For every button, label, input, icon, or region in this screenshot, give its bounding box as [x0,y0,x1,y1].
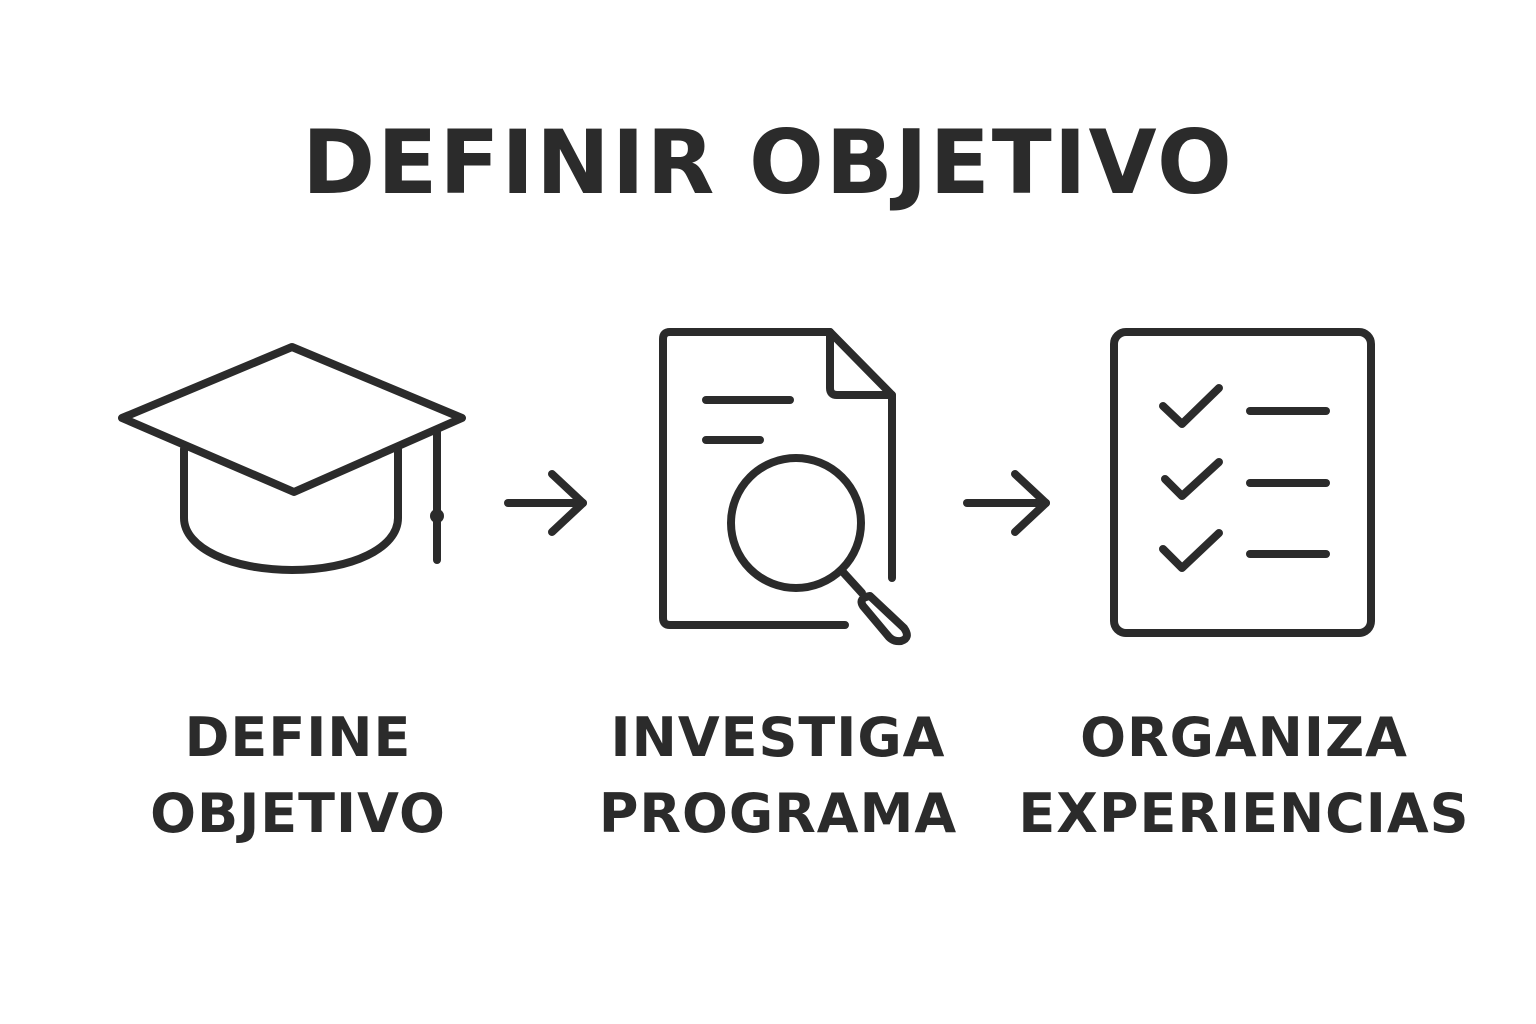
step-label-organiza-experiencias: ORGANIZA EXPERIENCIAS [1014,700,1474,852]
checklist-icon [1100,320,1385,650]
step-label-line: PROGRAMA [598,782,958,845]
arrow-right-icon [955,470,1055,540]
arrow-right-icon [495,470,595,540]
step-label-line: EXPERIENCIAS [1018,782,1470,845]
page-title: DEFINIR OBJETIVO [302,111,1234,214]
step-label-line: INVESTIGA [610,706,946,769]
step-label-line: ORGANIZA [1080,706,1408,769]
step-label-investiga-programa: INVESTIGA PROGRAMA [548,700,1008,852]
step-label-line: OBJETIVO [150,782,446,845]
document-search-icon [650,320,930,650]
graduation-cap-icon [110,330,480,590]
step-label-define-objetivo: DEFINE OBJETIVO [68,700,528,852]
step-label-line: DEFINE [184,706,412,769]
